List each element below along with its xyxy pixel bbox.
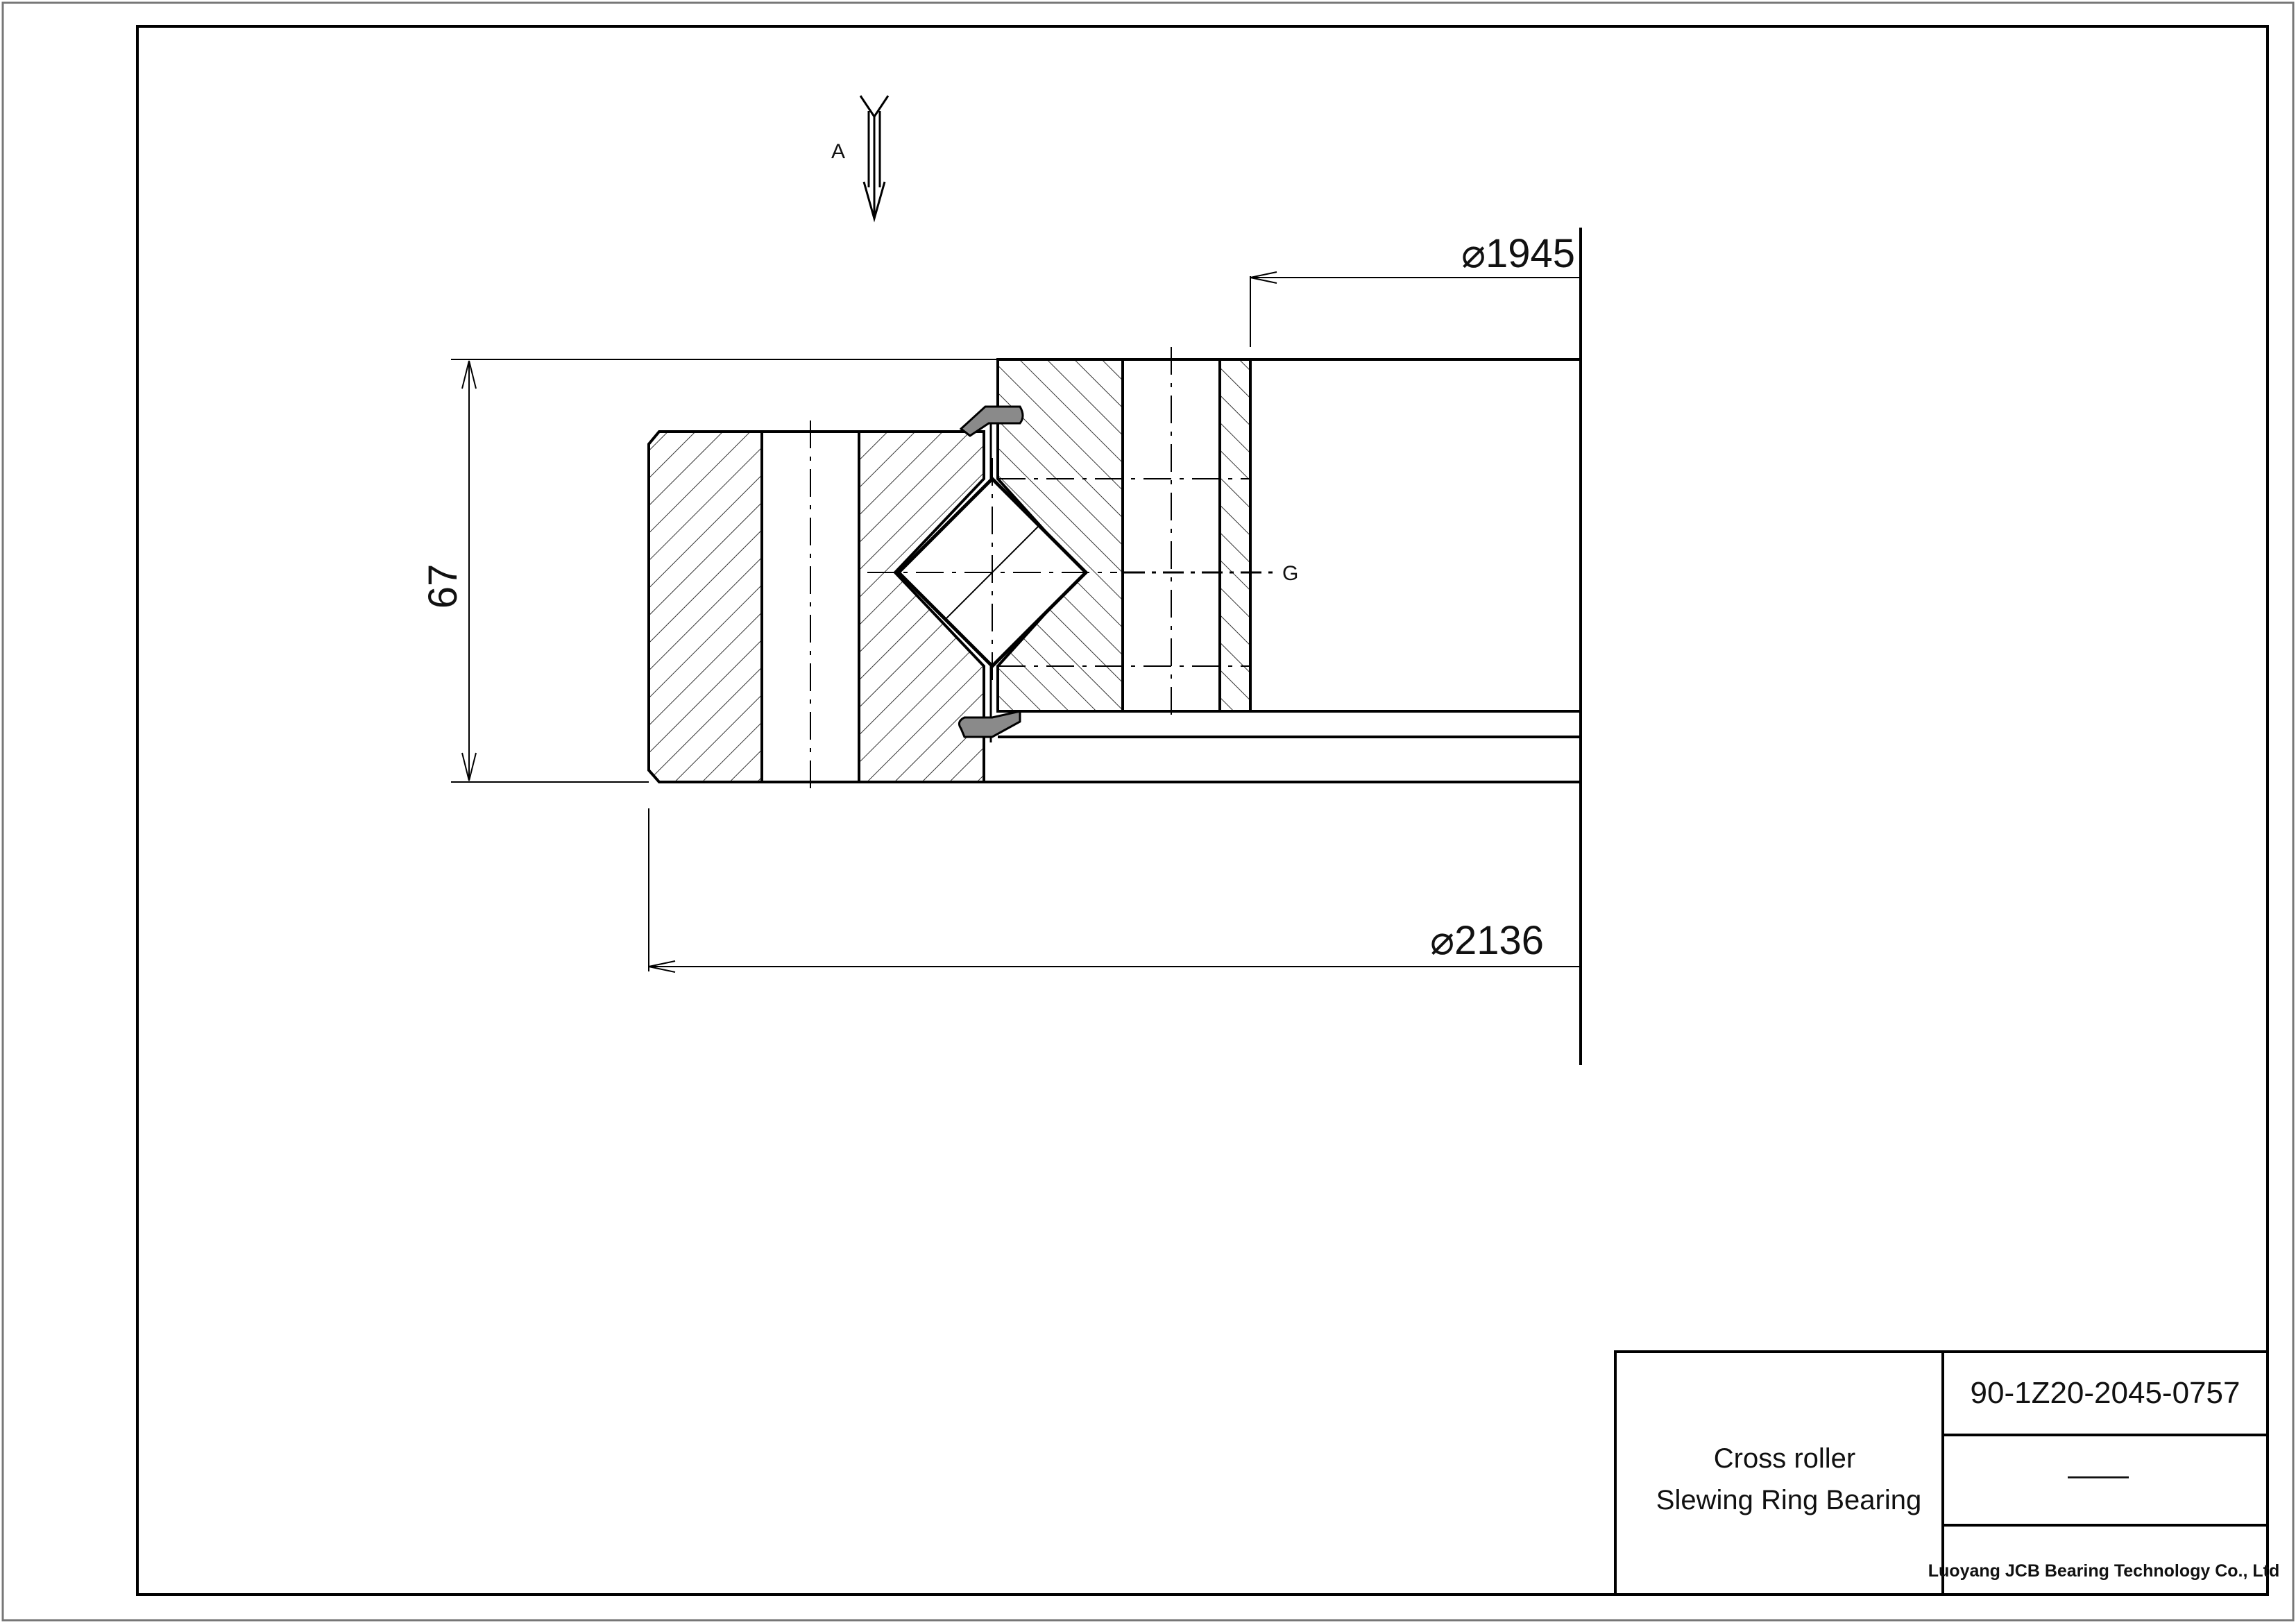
inner-ring bbox=[996, 347, 1252, 722]
view-label-a: A bbox=[831, 140, 845, 163]
outer-diameter-dimension bbox=[648, 808, 1581, 973]
view-arrow-a bbox=[859, 95, 890, 223]
grease-fitting-label: G bbox=[1282, 562, 1298, 585]
bottom-seal bbox=[958, 710, 1021, 738]
scale-cell: —— bbox=[2068, 1458, 2129, 1492]
top-seal bbox=[959, 405, 1024, 437]
height-dimension-value: 67 bbox=[420, 564, 466, 609]
height-dimension bbox=[451, 359, 998, 783]
outer-ring bbox=[647, 420, 985, 791]
product-name-line1: Cross roller bbox=[1714, 1443, 1855, 1474]
product-name-line2: Slewing Ring Bearing bbox=[1656, 1485, 1921, 1515]
drawing-number: 90-1Z20-2045-0757 bbox=[1971, 1376, 2240, 1410]
drawing-frame bbox=[136, 25, 2269, 1596]
company-name: Luoyang JCB Bearing Technology Co., Ltd bbox=[1928, 1561, 2280, 1581]
inner-diameter-value: ⌀1945 bbox=[1461, 231, 1575, 276]
outer-diameter-value: ⌀2136 bbox=[1430, 918, 1544, 963]
title-block bbox=[1614, 1350, 2269, 1596]
inner-diameter-dimension bbox=[1250, 271, 1581, 347]
cross-roller bbox=[867, 458, 1117, 687]
